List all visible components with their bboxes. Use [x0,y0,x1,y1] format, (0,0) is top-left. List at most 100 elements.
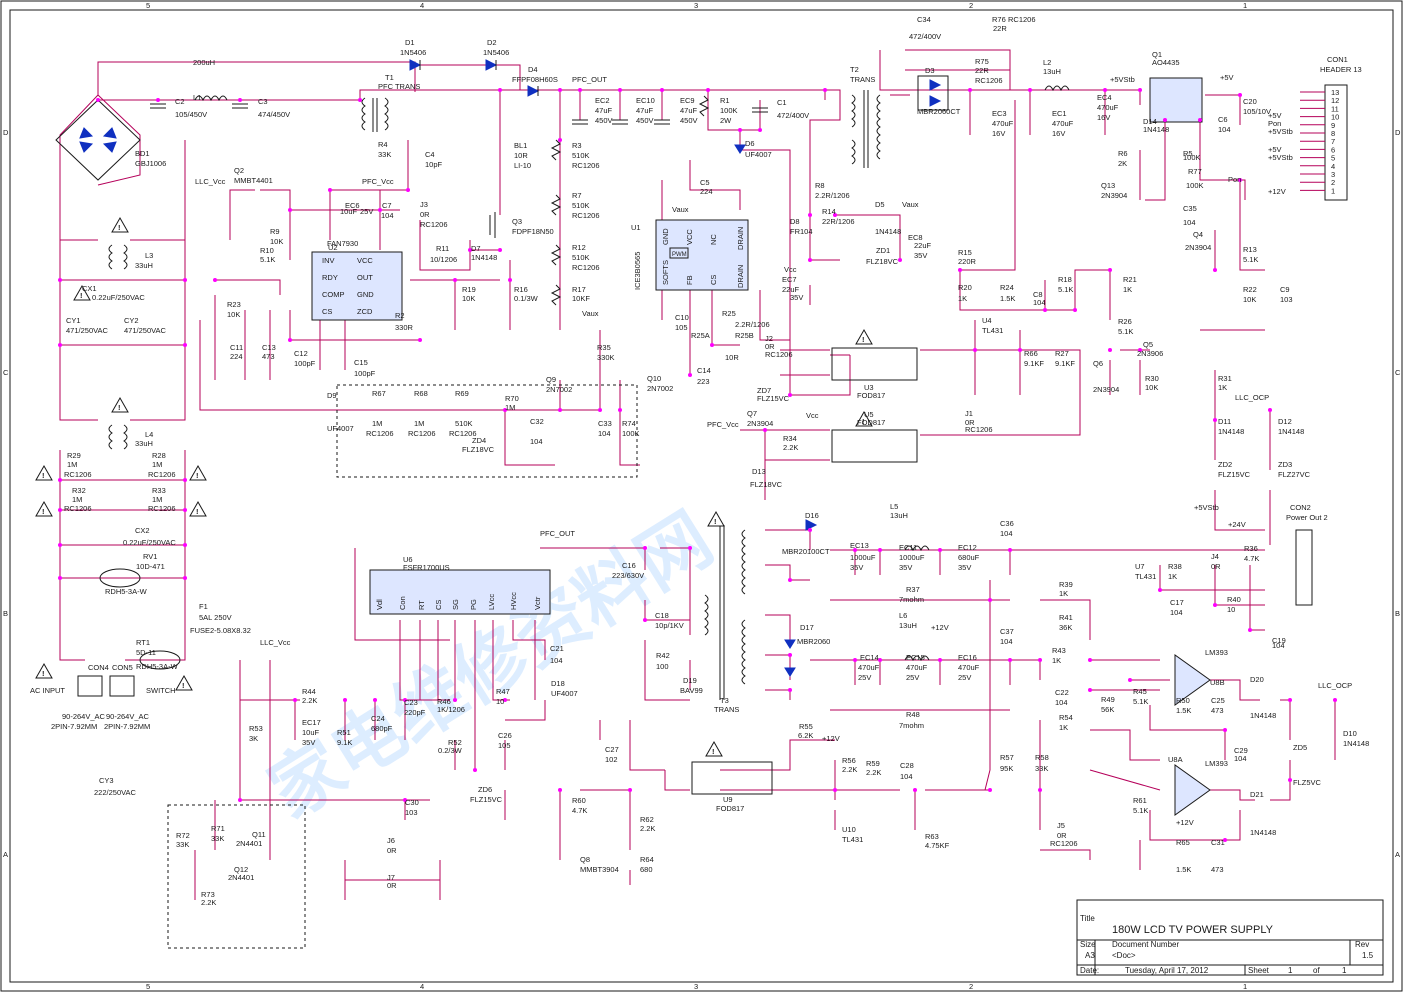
con1-pin-number: 7 [1331,137,1335,146]
component-label: R47 [496,687,510,696]
net-24v-1: +24V [1228,520,1246,529]
component-label: R20 [958,283,972,292]
component-label: 100pF [294,359,316,368]
component-label: 100K [1183,153,1201,162]
cap-ec9 [654,119,670,125]
junction-dots [58,88,1337,842]
component-label: UF4007 [327,424,354,433]
cap-ec10 [612,119,628,125]
component-label: Q3 [512,217,522,226]
component-label: 10K [462,294,475,303]
component-label: 471/250VAC [66,326,109,335]
component-label: FOD817 [857,391,885,400]
svg-text:!: ! [42,507,45,516]
component-label: FLZ18VC [750,480,783,489]
cap-c2 [150,103,166,109]
component-label: R1 [720,96,730,105]
resistor-r7 [550,194,562,216]
component-label: 5D-11 [136,648,156,657]
net-5vstb-1: +5VStb [1110,75,1135,84]
component-label: D21 [1250,790,1264,799]
u1-labels: U1 ICE3B0565 GND VCC NC DRAIN SOFTS FB C… [631,223,745,290]
component-label: C29 [1234,746,1248,755]
component-label: 47uF [595,106,613,115]
inductor-l6 [904,655,930,662]
svg-text:!: ! [196,471,199,480]
component-label: 2.2R/1206 [735,320,770,329]
comparator-u8a [1174,764,1211,816]
component-label: R55 [799,722,813,731]
component-label: 2.2K [783,443,798,452]
component-label: 10R [514,151,528,160]
component-label: Q9 [546,375,556,384]
component-label: 470uF [1052,119,1074,128]
component-label: 13uH [890,511,908,520]
con1-pin-number: 12 [1331,96,1339,105]
component-label: R19 [462,285,476,294]
component-label: 16V [992,129,1005,138]
inductor-l2 [1044,85,1070,92]
component-label: 2N7002 [647,384,673,393]
component-label: CON4 [88,663,109,672]
component-label: R75 [975,57,989,66]
component-label: RDH5-3A-W [136,662,179,671]
component-label: EC17 [302,718,321,727]
date-value: Tuesday, April 17, 2012 [1125,966,1209,975]
component-label: 9.1KF [1055,359,1075,368]
component-label: SWITCH [146,686,176,695]
component-label: 5.1K [1133,697,1148,706]
u6-labels: U6 FSFR1700US Vdl Con RT CS SG PG LVcc H… [375,555,542,610]
top-marker-3: 3 [694,1,698,10]
component-label: 2.2R/1206 [815,191,850,200]
component-label: R10 [260,246,274,255]
component-label: U9 [723,795,733,804]
component-label: R26 [1118,317,1132,326]
con1-pin-number: 13 [1331,88,1339,97]
component-label: R45 [1133,687,1147,696]
component-label: BD1 [135,149,150,158]
component-label: 470uF [958,663,980,672]
component-label: C27 [605,745,619,754]
component-label: TL431 [982,326,1003,335]
component-label: 472/400V [777,111,809,120]
component-label: TL431 [1135,572,1156,581]
component-label: D3 [925,66,935,75]
component-label: 5.1K [1133,806,1148,815]
component-label: 510K [572,201,590,210]
diode-d6 [734,144,746,154]
component-label: 104 [1272,641,1285,650]
component-label: R12 [572,243,586,252]
component-label: 10KF [572,294,590,303]
component-label: R29 [67,451,81,460]
bridge-rectifier-bd1 [55,99,141,181]
component-label: 5.1K [1118,327,1133,336]
component-label: 7mohm [899,721,924,730]
component-label: 2K [1118,159,1127,168]
component-label: R25 [722,309,736,318]
component-label: R21 [1123,275,1137,284]
component-label: 220pF [404,708,426,717]
component-label: RC1206 [572,263,600,272]
component-label: 1000uF [899,553,925,562]
component-label: R24 [1000,283,1014,292]
component-label: 2N3904 [747,419,773,428]
component-label: 1N4148 [875,227,901,236]
u2-ref: U2 [328,243,338,252]
component-label: R38 [1168,562,1182,571]
component-label: C11 [230,343,243,352]
right-marker-d: D [1395,128,1401,137]
component-label: 16V [1097,113,1110,122]
net-vcc-1: Vcc [784,265,797,274]
component-label: 5AL 250V [199,613,232,622]
component-label: 2.2K [201,898,216,907]
component-label: D12 [1278,417,1292,426]
component-label: Q12 [234,865,248,874]
u1-pin-vcc: VCC [685,229,694,245]
component-label: D16 [805,511,819,520]
component-label: EC8 [908,233,923,242]
component-label: 10K [1145,383,1158,392]
component-label: 35V [958,563,971,572]
ic-u1-ice3b0565 [655,219,749,291]
component-label: 2PIN-7.92MM [104,722,150,731]
